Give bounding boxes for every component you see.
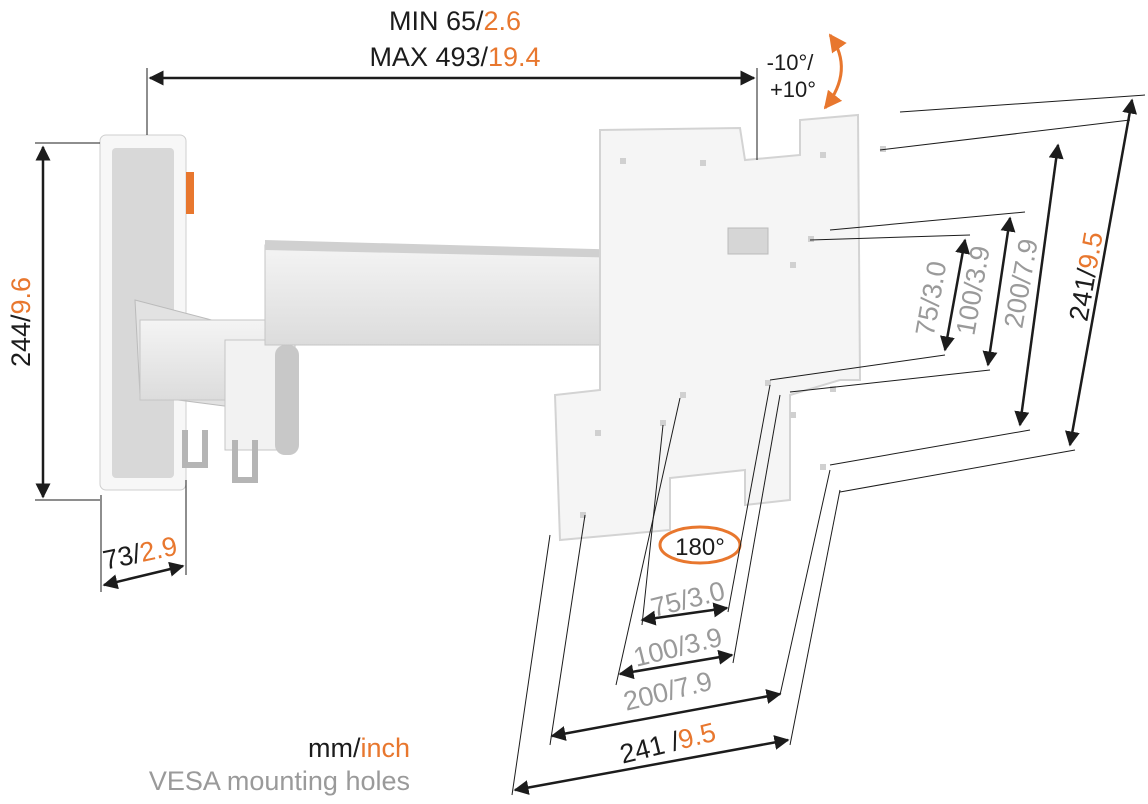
tilt-plus-label: +10° — [770, 77, 816, 102]
tilt-indicator: -10°/ +10° — [767, 33, 847, 110]
legend: mm/inch VESA mounting holes — [149, 733, 410, 796]
rotation-indicator: 180° — [658, 525, 742, 565]
min-extension-label: MIN 65/2.6 — [389, 6, 521, 36]
swivel-arm — [134, 240, 631, 483]
vesa-plate — [553, 113, 886, 542]
rotation-label: 180° — [675, 534, 725, 561]
extension-dimension: MIN 65/2.6 MAX 493/19.4 — [146, 6, 758, 160]
max-extension-label: MAX 493/19.4 — [369, 42, 540, 72]
legend-vesa: VESA mounting holes — [149, 766, 410, 796]
wall-plate-height-dimension: 244/9.6 — [6, 142, 100, 501]
orange-lock-tab — [186, 172, 194, 214]
wall-plate-height-label: 244/9.6 — [6, 277, 36, 367]
tilt-minus-label: -10°/ — [767, 50, 815, 75]
vesa-vertical-75-label: 75/3.0 — [910, 259, 953, 338]
legend-units: mm/inch — [308, 733, 410, 763]
vesa-vertical-100-label: 100/3.9 — [951, 243, 996, 337]
tilt-arrow-icon — [823, 33, 847, 110]
wall-plate-width-dimension: 73/2.9 — [100, 480, 187, 592]
vesa-vertical-241-label: 241/9.5 — [1064, 229, 1109, 323]
vesa-horizontal-75-label: 75/3.0 — [648, 576, 728, 623]
